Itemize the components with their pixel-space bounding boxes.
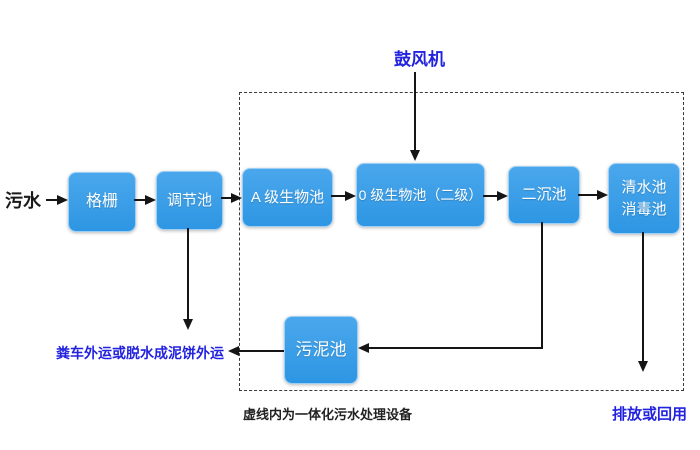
box-regulating-tank-label: 调节池 (166, 191, 212, 209)
integrated-equipment-dashed-boundary (239, 92, 684, 391)
arrow-obio-to-sed-head (497, 191, 508, 201)
box-sludge-tank-label: 污泥池 (295, 339, 347, 359)
box-secondary-sedimentation-tank: 二沉池 (508, 166, 580, 224)
box-a-grade-bio-tank-label: A 级生物池 (250, 188, 325, 206)
box-clear-water-disinfection-tank: 清水池 消毒池 (608, 163, 680, 234)
influent-label: 污水 (5, 191, 41, 211)
box-o-grade-bio-tank: 0 级生物池（二级） (356, 163, 485, 227)
arrow-sed-to-sludge-vertical (541, 222, 543, 349)
arrow-blower-to-obio-head (410, 150, 420, 161)
blower-label: 鼓风机 (394, 50, 445, 69)
discharge-reuse-label: 排放或回用 (612, 406, 688, 423)
box-regulating-tank: 调节池 (156, 171, 223, 230)
arrow-sed-to-sludge-horizontal (369, 347, 543, 349)
arrow-blower-to-obio-line (414, 72, 416, 150)
arrow-sed-to-clear-line (578, 194, 598, 196)
arrow-regulating-to-abio-line (221, 197, 232, 199)
arrow-regulating-to-abio-head (231, 193, 242, 203)
arrow-sed-to-sludge-head (358, 343, 369, 353)
arrow-abio-to-obio-line (331, 195, 346, 197)
arrow-clear-to-discharge-head (638, 361, 648, 372)
sludge-disposal-label: 粪车外运或脱水成泥饼外运 (56, 345, 224, 361)
box-a-grade-bio-tank: A 级生物池 (242, 168, 333, 227)
box-clear-water-tank-label: 清水池 (621, 178, 667, 196)
box-disinfection-tank-label: 消毒池 (621, 200, 667, 218)
arrow-sludge-out-line (239, 350, 284, 352)
arrow-clear-to-discharge-line (642, 232, 644, 361)
box-o-grade-bio-tank-label: 0 级生物池（二级） (358, 186, 483, 203)
arrow-abio-to-obio-head (345, 191, 356, 201)
arrow-grid-to-regulating-line (134, 199, 146, 201)
arrow-obio-to-sed-line (483, 195, 498, 197)
box-sludge-tank: 污泥池 (284, 316, 358, 384)
dashed-boundary-caption: 虚线内为一体化污水处理设备 (243, 407, 413, 422)
arrow-sed-to-clear-head (597, 190, 608, 200)
arrow-grid-to-regulating-head (145, 195, 156, 205)
arrow-influent-to-grid-head (57, 195, 68, 205)
box-grid-screen: 格栅 (68, 172, 136, 232)
arrow-influent-to-grid-line (46, 199, 59, 201)
arrow-regulating-down-head (183, 319, 193, 330)
box-secondary-sedimentation-tank-label: 二沉池 (521, 186, 567, 204)
box-grid-screen-label: 格栅 (85, 193, 118, 211)
arrow-sludge-out-head (228, 346, 239, 356)
arrow-regulating-down-line (187, 228, 189, 319)
